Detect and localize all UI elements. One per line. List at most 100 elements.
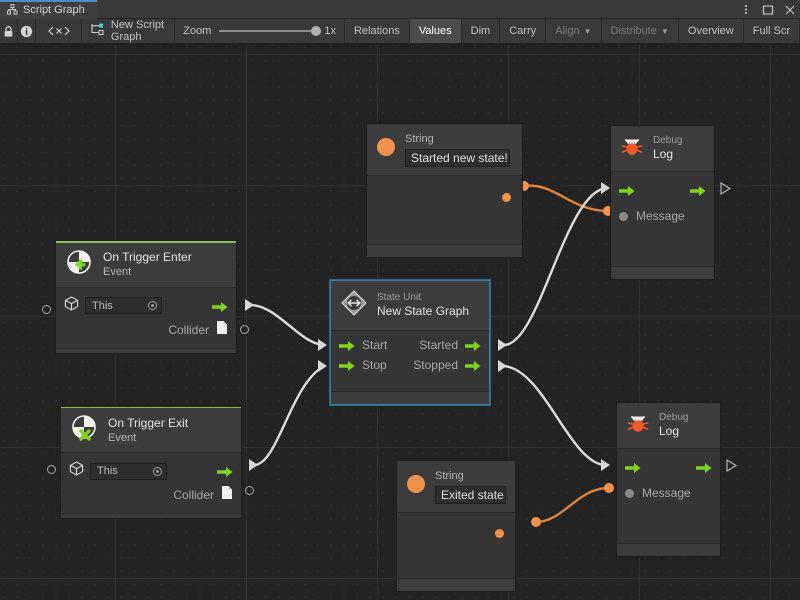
stop-stopped-row: Stop Stopped — [331, 355, 489, 375]
message-row: Message — [617, 483, 720, 503]
node-body: Message — [617, 449, 720, 543]
kebab-menu-icon[interactable] — [739, 3, 752, 16]
flow-out-arrow-icon[interactable] — [212, 300, 228, 312]
tab-label: Script Graph — [23, 4, 85, 16]
toolbar-button-carry[interactable]: Carry — [500, 19, 547, 43]
port-label-started: Started — [419, 338, 458, 352]
toolbar-button-fullscreen[interactable]: Full Scr — [743, 19, 800, 43]
flow-out-arrow-stopped — [498, 360, 507, 372]
collider-out-port-exit[interactable] — [245, 482, 254, 500]
node-footer — [397, 578, 515, 591]
node-footer — [61, 513, 241, 518]
string-output-port[interactable] — [502, 193, 511, 202]
code-icon[interactable] — [36, 19, 82, 43]
target-object-value: This — [97, 465, 118, 478]
port-label-stopped: Stopped — [413, 358, 458, 372]
start-started-row: Start Started — [331, 335, 489, 355]
value-wire-string-bottom — [535, 486, 609, 524]
flow-out-marker-log-top[interactable] — [720, 181, 732, 200]
flow-out-arrow-icon[interactable] — [696, 461, 712, 473]
toolbar-button-values[interactable]: Values — [409, 19, 462, 43]
node-string-bottom[interactable]: String Exited state — [396, 460, 516, 592]
target-in-port-enter[interactable] — [42, 301, 51, 319]
zoom-slider-knob[interactable] — [311, 26, 322, 36]
node-footer — [617, 543, 720, 556]
flow-row — [617, 457, 720, 477]
string-output-port[interactable] — [495, 529, 504, 538]
maximize-icon[interactable] — [761, 3, 774, 16]
message-input-port[interactable] — [625, 488, 634, 498]
object-picker-icon[interactable] — [153, 466, 162, 476]
message-row: Message — [611, 206, 714, 226]
string-value-input[interactable]: Exited state — [435, 486, 506, 504]
toolbar-button-dim[interactable]: Dim — [461, 19, 501, 43]
target-row: This — [61, 459, 241, 483]
flow-in-arrow-log-top — [601, 182, 610, 194]
toolbar-button-align[interactable]: Align ▼ — [546, 19, 602, 43]
flow-out-arrow-exit — [249, 459, 258, 471]
zoom-control[interactable]: Zoom 1x — [175, 19, 345, 43]
collider-out-port-enter[interactable] — [240, 321, 249, 339]
node-body: Message — [611, 172, 714, 266]
graph-name-button[interactable]: New Script Graph — [82, 19, 176, 43]
collider-row: Collider — [61, 483, 241, 507]
target-object-field[interactable]: This — [90, 462, 167, 480]
flow-out-arrow-icon[interactable] — [690, 184, 706, 196]
flow-out-stopped-icon[interactable] — [465, 359, 481, 371]
flow-wire-stopped-to-log — [503, 364, 607, 467]
graph-canvas[interactable]: String Started new state! — [0, 45, 800, 600]
flow-in-arrow-icon[interactable] — [619, 184, 635, 196]
flow-in-stop-icon[interactable] — [339, 359, 355, 371]
wire-end-dot — [604, 483, 614, 493]
target-in-port-exit[interactable] — [47, 461, 56, 479]
info-icon[interactable] — [18, 19, 37, 43]
flow-out-marker-log-bottom[interactable] — [726, 458, 738, 477]
toolbar-button-distribute[interactable]: Distribute ▼ — [601, 19, 679, 43]
node-header: State Unit New State Graph — [331, 281, 489, 331]
node-footer — [611, 266, 714, 279]
node-body: Start Started Stop — [331, 331, 489, 391]
collider-file-icon — [221, 485, 233, 505]
node-title-string-bottom: String — [435, 470, 464, 482]
flow-out-arrow-enter — [245, 299, 254, 311]
flow-in-arrow-state-start — [318, 339, 327, 351]
graph-toolbar: New Script Graph Zoom 1x Relations Value… — [0, 19, 800, 44]
object-picker-icon[interactable] — [148, 301, 157, 311]
gameobject-icon — [69, 461, 84, 481]
node-string-top[interactable]: String Started new state! — [366, 123, 523, 258]
flow-out-arrow-started — [498, 339, 507, 351]
node-title-string-top: String — [405, 133, 434, 145]
node-footer — [367, 244, 522, 257]
close-icon[interactable] — [783, 3, 796, 16]
toolbar-button-relations[interactable]: Relations — [344, 19, 410, 43]
window-controls — [739, 0, 796, 19]
node-header: Debug Log — [617, 403, 720, 449]
flow-in-start-icon[interactable] — [339, 339, 355, 351]
target-object-value: This — [92, 299, 113, 312]
target-object-field[interactable]: This — [85, 297, 162, 315]
node-state-unit[interactable]: State Unit New State Graph Start Started — [330, 280, 490, 405]
flow-out-arrow-icon[interactable] — [217, 465, 233, 478]
node-title-state-unit: New State Graph — [377, 304, 470, 318]
node-on-trigger-enter[interactable]: On Trigger Enter Event This — [55, 240, 237, 354]
tab-script-graph[interactable]: Script Graph — [0, 0, 97, 19]
node-on-trigger-exit[interactable]: On Trigger Exit Event This — [60, 406, 242, 519]
zoom-slider[interactable] — [219, 26, 322, 36]
node-category-debug-top: Debug — [653, 135, 683, 146]
node-debug-log-bottom[interactable]: Debug Log Message — [616, 402, 721, 557]
toolbar-button-overview[interactable]: Overview — [678, 19, 744, 43]
flow-in-arrow-icon[interactable] — [625, 461, 641, 473]
node-title-enter: On Trigger Enter — [103, 250, 192, 265]
lock-icon[interactable] — [0, 19, 19, 43]
port-label-stop: Stop — [362, 358, 387, 372]
message-input-port[interactable] — [619, 211, 628, 221]
debug-bug-icon — [620, 134, 644, 163]
string-value-icon — [376, 137, 396, 162]
debug-bug-icon — [626, 411, 650, 440]
node-debug-log-top[interactable]: Debug Log Message — [610, 125, 715, 280]
string-value-input[interactable]: Started new state! — [405, 149, 510, 167]
flow-out-started-icon[interactable] — [465, 339, 481, 351]
message-port-label: Message — [636, 209, 685, 223]
node-body — [367, 176, 522, 244]
